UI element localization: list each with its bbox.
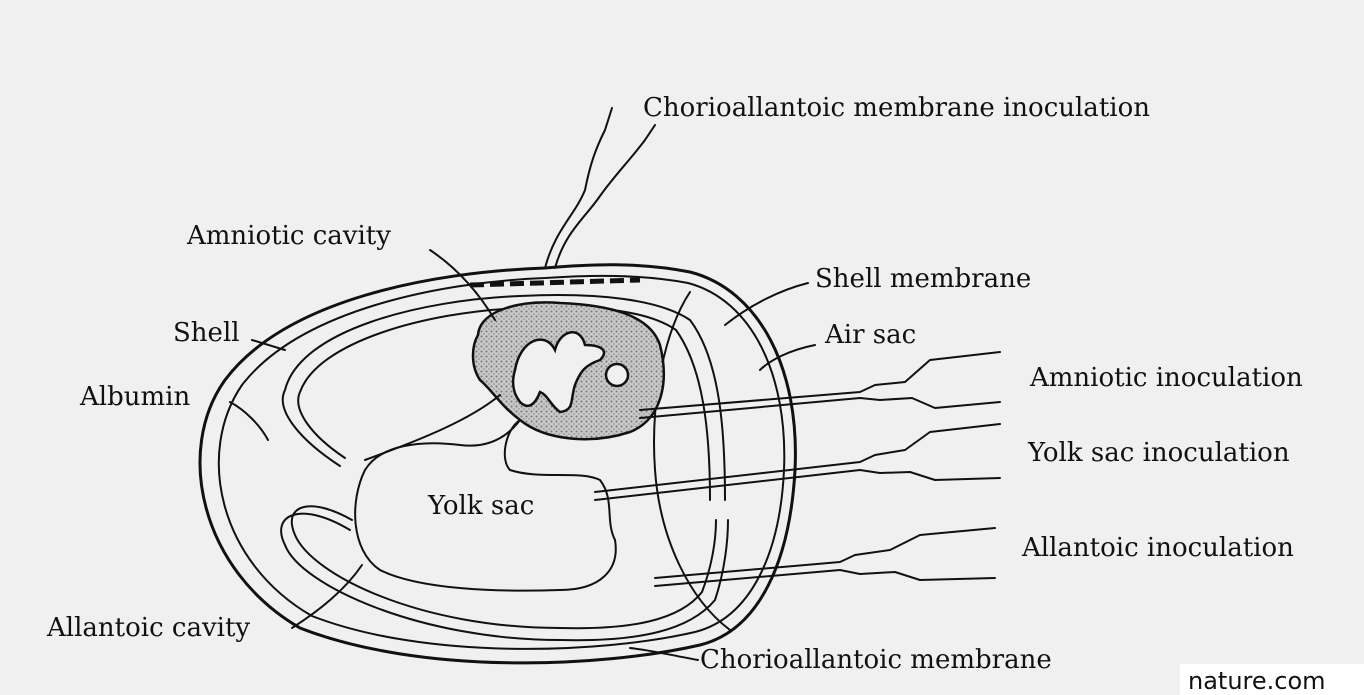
source-credit: nature.com xyxy=(1188,667,1326,695)
label-cam-inoculation: Chorioallantoic membrane inoculation xyxy=(643,93,1150,123)
label-air-sac: Air sac xyxy=(824,320,916,350)
embryo-eye xyxy=(606,364,628,386)
label-shell: Shell xyxy=(173,318,240,348)
label-shell-membrane: Shell membrane xyxy=(815,264,1031,294)
label-albumin: Albumin xyxy=(79,382,190,412)
label-allantoic-cavity: Allantoic cavity xyxy=(46,613,250,643)
label-amniotic-cavity: Amniotic cavity xyxy=(186,221,391,251)
label-amniotic-inoculation: Amniotic inoculation xyxy=(1029,363,1303,393)
label-yolk-sac: Yolk sac xyxy=(427,491,534,521)
label-cam: Chorioallantoic membrane xyxy=(700,645,1052,675)
label-allantoic-inoculation: Allantoic inoculation xyxy=(1021,533,1294,563)
label-yolk-sac-inoculation: Yolk sac inoculation xyxy=(1027,438,1290,468)
